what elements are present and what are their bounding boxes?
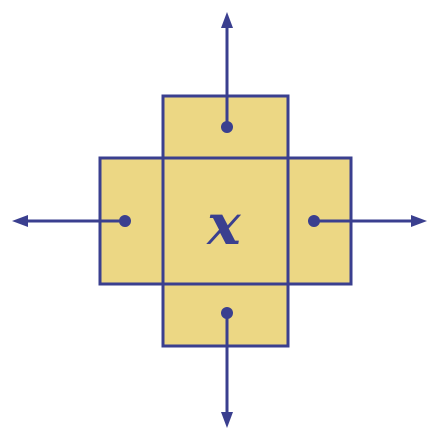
center-variable-label: x bbox=[206, 192, 241, 258]
down-arrow-head bbox=[221, 412, 233, 428]
right-cell-dot bbox=[308, 215, 320, 227]
up-arrow-head bbox=[221, 12, 233, 28]
center-cell bbox=[161, 156, 290, 286]
right-arrow-head bbox=[411, 215, 427, 227]
bottom-cell-dot bbox=[221, 307, 233, 319]
left-arrow-head bbox=[12, 215, 28, 227]
left-cell-dot bbox=[119, 215, 131, 227]
top-cell-dot bbox=[221, 121, 233, 133]
